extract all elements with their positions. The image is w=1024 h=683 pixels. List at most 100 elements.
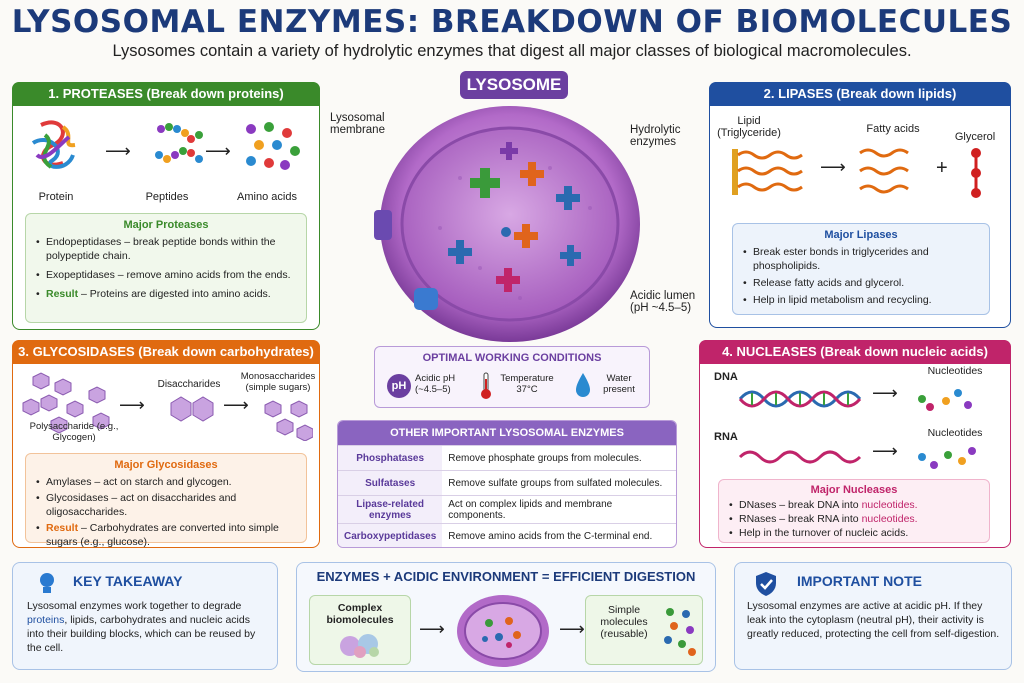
glycosidases-list: Amylases – act on starch and glycogen. G… xyxy=(26,475,306,549)
enzyme-desc: Act on complex lipids and membrane compo… xyxy=(442,495,676,524)
highlight-text: nucleotides. xyxy=(861,499,918,511)
major-lipases-box: Major Lipases Break ester bonds in trigl… xyxy=(732,223,990,315)
lysosome-illustration xyxy=(374,106,640,342)
major-lipases-title: Major Lipases xyxy=(824,229,898,241)
other-enzymes-box: OTHER IMPORTANT LYSOSOMAL ENZYMES Phosph… xyxy=(337,420,677,548)
arrow-icon: ⟶ xyxy=(119,395,145,415)
water-text: Water present xyxy=(603,373,635,395)
list-item: Break ester bonds in triglycerides and p… xyxy=(743,245,979,273)
highlight-text: nucleotides. xyxy=(861,513,918,525)
glycosidases-panel: 3. GLYCOSIDASES (Break down carbohydrate… xyxy=(12,340,320,548)
enzyme-shapes xyxy=(448,142,581,292)
dna-label: DNA xyxy=(714,371,738,383)
acidic-lumen-label: Acidic lumen (pH ~4.5–5) xyxy=(630,290,696,314)
conditions-title: OPTIMAL WORKING CONDITIONS xyxy=(422,352,602,364)
equation-title: ENZYMES + ACIDIC ENVIRONMENT = EFFICIENT… xyxy=(316,569,696,584)
list-item: Help in the turnover of nucleic acids. xyxy=(729,526,979,540)
result-text: – Proteins are digested into amino acids… xyxy=(78,288,271,300)
enzyme-desc: Remove sulfate groups from sulfated mole… xyxy=(442,470,676,496)
fatty-acids-label: Fatty acids xyxy=(866,123,920,135)
water-drop-icon xyxy=(576,373,590,397)
result-label: Result xyxy=(46,522,79,534)
note-text: Lysosomal enzymes are active at acidic p… xyxy=(747,600,1000,640)
major-nucleases-box: Major Nucleases DNases – break DNA into … xyxy=(718,479,990,543)
lipid-label: Lipid (Triglyceride) xyxy=(717,115,781,139)
lipid-breakdown-icon xyxy=(732,148,981,198)
hydrolytic-enzymes-label: Hydrolytic enzymes xyxy=(630,124,681,148)
monosaccharides-label: Monosaccharides (simple sugars) xyxy=(240,371,316,393)
rna-label: RNA xyxy=(714,431,738,443)
result-label: Result xyxy=(46,288,79,300)
enzyme-name: Lipase-related enzymes xyxy=(338,495,443,524)
nucleic-acid-breakdown-icon xyxy=(738,389,976,469)
list-item: Glycosidases – act on disaccharides and … xyxy=(36,491,296,519)
major-nucleases-title: Major Nucleases xyxy=(810,484,898,496)
ph-text: Acidic pH (~4.5–5) xyxy=(415,373,456,395)
list-item: Help in lipid metabolism and recycling. xyxy=(743,293,979,307)
lipases-list: Break ester bonds in triglycerides and p… xyxy=(733,245,989,307)
important-note-panel: IMPORTANT NOTE Lysosomal enzymes are act… xyxy=(734,562,1012,670)
thermometer-icon xyxy=(481,372,491,399)
arrow-icon: ⟶ xyxy=(419,619,445,639)
takeaway-text: Lysosomal enzymes work together to degra… xyxy=(27,599,269,655)
simple-molecules-box: Simple molecules (reusable) xyxy=(585,595,703,665)
conditions-box: OPTIMAL WORKING CONDITIONS pH Acidic pH … xyxy=(374,346,650,408)
equation-panel: ENZYMES + ACIDIC ENVIRONMENT = EFFICIENT… xyxy=(296,562,716,672)
glycerol-label: Glycerol xyxy=(954,131,996,143)
highlight-text: proteins xyxy=(27,614,65,626)
other-enzymes-title: OTHER IMPORTANT LYSOSOMAL ENZYMES xyxy=(338,421,676,445)
list-item: Result – Proteins are digested into amin… xyxy=(36,287,296,301)
proteases-heading: 1. PROTEASES (Break down proteins) xyxy=(12,82,320,106)
nucleotides-label: Nucleotides xyxy=(927,427,983,439)
molecules-icon xyxy=(664,608,696,656)
nucleotides-label: Nucleotides xyxy=(927,365,983,377)
disaccharides-label: Disaccharides xyxy=(157,379,221,390)
arrow-icon: ⟶ xyxy=(872,441,898,461)
major-proteases-title: Major Proteases xyxy=(123,219,209,231)
lightbulb-icon xyxy=(40,573,54,593)
complex-label: Complex biomolecules xyxy=(326,602,394,626)
page-subtitle: Lysosomes contain a variety of hydrolyti… xyxy=(112,42,912,60)
item-text: RNases – break RNA into xyxy=(739,513,862,525)
major-proteases-box: Major Proteases Endopeptidases – break p… xyxy=(25,213,307,323)
lipases-heading: 2. LIPASES (Break down lipids) xyxy=(709,82,1011,106)
polysaccharide-label: Polysaccharide (e.g., Glycogen) xyxy=(29,421,119,443)
plus-sign: + xyxy=(936,157,948,179)
amino-acids-label: Amino acids xyxy=(237,191,297,203)
proteases-list: Endopeptidases – break peptide bonds wit… xyxy=(26,235,306,301)
list-item: Result – Carbohydrates are converted int… xyxy=(36,521,296,549)
arrow-icon: ⟶ xyxy=(820,157,846,177)
ph-icon: pH xyxy=(387,374,411,398)
page-title: LYSOSOMAL ENZYMES: BREAKDOWN OF BIOMOLEC… xyxy=(11,4,1013,40)
arrow-icon: ⟶ xyxy=(872,383,898,403)
list-item: Exopeptidases – remove amino acids from … xyxy=(36,268,296,282)
carbohydrate-breakdown-icon xyxy=(22,372,313,441)
biomolecule-cluster-icon xyxy=(340,634,379,658)
result-text: – Carbohydrates are converted into simpl… xyxy=(46,522,279,548)
arrow-icon: ⟶ xyxy=(105,141,131,161)
major-glycosidases-box: Major Glycosidases Amylases – act on sta… xyxy=(25,453,307,548)
takeaway-title: KEY TAKEAWAY xyxy=(73,573,183,589)
nucleases-heading: 4. NUCLEASES (Break down nucleic acids) xyxy=(699,340,1011,364)
major-glycosidases-title: Major Glycosidases xyxy=(114,459,218,471)
list-item: Release fatty acids and glycerol. xyxy=(743,276,979,290)
key-takeaway-panel: KEY TAKEAWAY Lysosomal enzymes work toge… xyxy=(12,562,278,670)
enzyme-desc: Remove amino acids from the C-terminal e… xyxy=(442,523,676,547)
peptides-label: Peptides xyxy=(145,191,189,203)
text-part: , lipids, carbohydrates and nucleic acid… xyxy=(27,614,256,654)
lysosome-badge: LYSOSOME xyxy=(460,71,568,99)
item-text: DNases – break DNA into xyxy=(739,499,862,511)
note-title: IMPORTANT NOTE xyxy=(797,573,922,589)
enzyme-name: Carboxypeptidases xyxy=(338,523,443,547)
text-part: Lysosomal enzymes work together to degra… xyxy=(27,600,242,612)
lipases-panel: 2. LIPASES (Break down lipids) Lipid (Tr… xyxy=(709,82,1011,328)
shield-icon xyxy=(756,572,776,596)
complex-biomolecules-box: Complex biomolecules xyxy=(309,595,411,665)
list-item: Endopeptidases – break peptide bonds wit… xyxy=(36,235,296,263)
arrow-icon: ⟶ xyxy=(223,395,249,415)
